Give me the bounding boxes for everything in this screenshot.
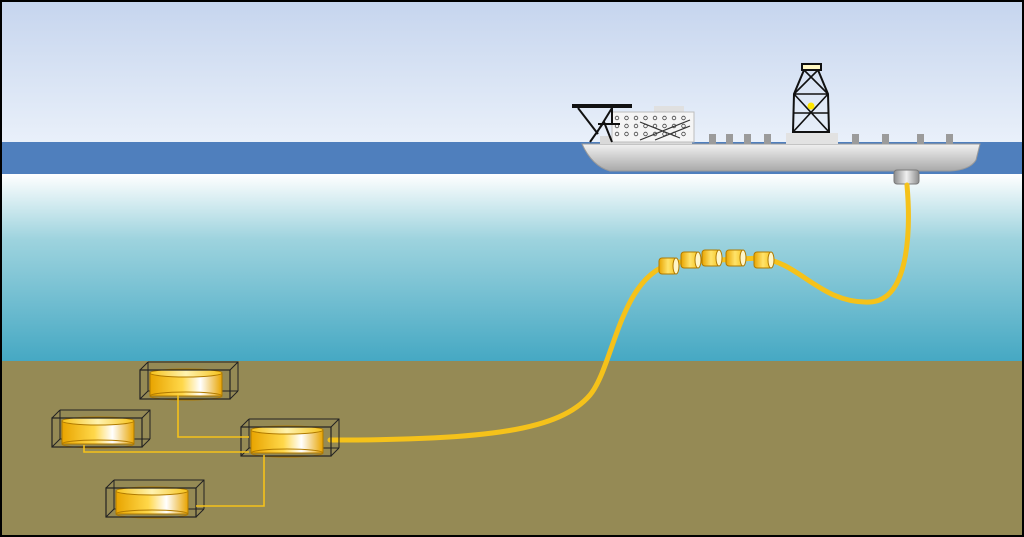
fpso-vessel bbox=[581, 133, 981, 172]
module-window bbox=[614, 131, 620, 137]
jumper-well-2 bbox=[83, 445, 249, 453]
buoyancy-module bbox=[753, 251, 775, 269]
module-window bbox=[681, 115, 686, 121]
module-window bbox=[643, 131, 648, 137]
well-3 bbox=[105, 479, 205, 519]
deck-equipment bbox=[709, 134, 953, 144]
flare-boom-deck bbox=[572, 104, 632, 108]
buoyancy-module bbox=[701, 249, 723, 267]
buoyancy-modules bbox=[658, 249, 775, 275]
module-window bbox=[671, 115, 677, 121]
jumper-well-3 bbox=[196, 455, 265, 507]
ship-hull bbox=[581, 143, 981, 172]
module-window bbox=[633, 115, 639, 121]
derrick-base bbox=[786, 133, 838, 144]
module-window bbox=[652, 115, 658, 121]
turret-mooring bbox=[893, 169, 920, 185]
module-window bbox=[624, 123, 629, 129]
buoyancy-module bbox=[680, 251, 702, 269]
flare-boom bbox=[572, 104, 632, 143]
module-window bbox=[624, 115, 629, 121]
well-2 bbox=[51, 409, 151, 449]
module-window bbox=[624, 131, 629, 137]
module-piping bbox=[639, 119, 691, 141]
module-window bbox=[662, 115, 667, 121]
turret-body bbox=[893, 169, 920, 185]
sky bbox=[2, 2, 1022, 142]
buoyancy-module bbox=[725, 249, 747, 267]
drilling-derrick bbox=[791, 63, 831, 133]
jumper-well-1 bbox=[177, 395, 249, 438]
module-window bbox=[662, 123, 667, 129]
buoyancy-module bbox=[658, 257, 680, 275]
module-window bbox=[614, 115, 620, 121]
jumper-lines bbox=[83, 395, 265, 507]
water-column bbox=[2, 174, 1022, 362]
module-window bbox=[643, 115, 648, 121]
subsea-manifold bbox=[240, 418, 340, 458]
derrick-bracing bbox=[792, 69, 830, 133]
derrick-light bbox=[807, 102, 815, 110]
subsea-structures bbox=[51, 361, 340, 519]
module-window bbox=[633, 123, 639, 129]
flare-boom-truss bbox=[577, 107, 620, 143]
process-modules bbox=[611, 106, 695, 143]
module-window bbox=[652, 131, 658, 137]
module-window bbox=[681, 131, 686, 137]
module-roof bbox=[654, 106, 684, 112]
well-1 bbox=[139, 361, 239, 401]
module-window bbox=[633, 131, 639, 137]
module-window bbox=[681, 123, 686, 129]
